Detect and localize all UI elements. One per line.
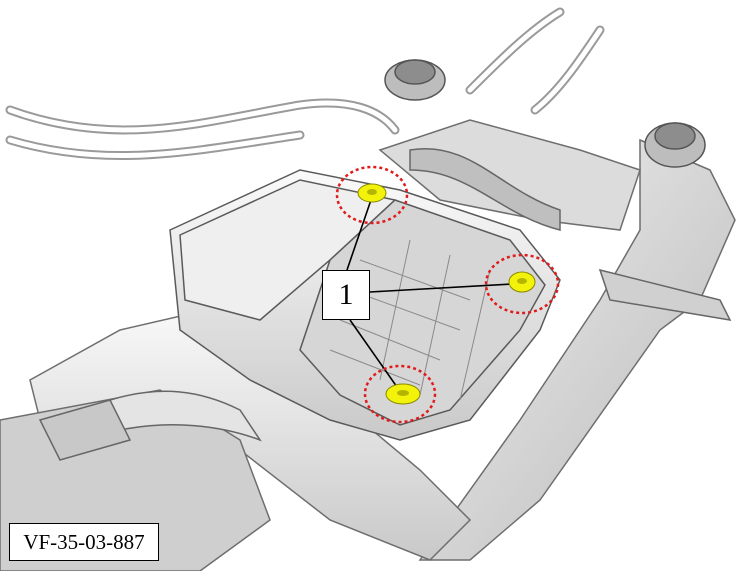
motor-mount-bottom [363, 364, 437, 424]
leader-lines [346, 196, 514, 388]
reference-code: VF-35-03-887 [9, 523, 159, 561]
motor-mount-right [484, 253, 560, 315]
control-arms [38, 147, 732, 461]
strut-mounts [384, 59, 706, 168]
callout-label: 1 [322, 270, 370, 320]
motor-mount-top [335, 165, 409, 225]
